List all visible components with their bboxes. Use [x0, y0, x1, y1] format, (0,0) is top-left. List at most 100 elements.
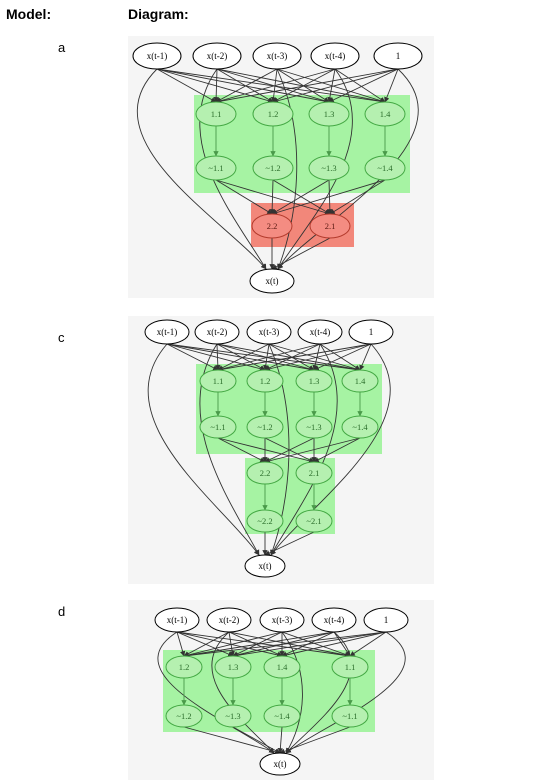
layer1-activation-node-label: ~1.3	[225, 711, 240, 721]
input-node: x(t-2)	[206, 607, 252, 633]
layer1-node-label: 1.3	[228, 662, 239, 672]
edge-input-layer1	[276, 68, 386, 104]
edge-input-layer1	[156, 68, 386, 104]
edge-input-layer1	[319, 343, 361, 371]
edge-input-layer1	[176, 631, 351, 659]
layer2-node-label: 2.2	[267, 221, 278, 231]
layer1-node-label: 1.1	[345, 662, 356, 672]
layer1-node-label: 1.3	[324, 109, 335, 119]
input-node: x(t-1)	[144, 319, 190, 345]
layer1-activation-node: ~1.1	[195, 155, 237, 181]
layer1-activation-node: ~1.1	[199, 415, 237, 439]
edge-input-output	[270, 343, 391, 556]
layer1-node-label: 1.4	[277, 662, 288, 672]
edge-input-layer1	[333, 631, 351, 657]
layer1-activation-node-label: ~1.4	[274, 711, 290, 721]
layer2-node-label: 2.1	[325, 221, 336, 231]
edge-input-output	[285, 631, 406, 754]
input-node: x(t-1)	[154, 607, 200, 633]
input-node: x(t-4)	[310, 42, 360, 70]
model-label-a: a	[58, 40, 66, 55]
input-node-label: x(t-3)	[272, 615, 293, 625]
input-node-label: x(t-3)	[259, 327, 280, 337]
input-node: x(t-2)	[192, 42, 242, 70]
output-node-label: x(t)	[259, 561, 272, 571]
edge-input-output	[157, 631, 275, 754]
layer2-activation-node-label: ~2.2	[257, 516, 272, 526]
layer1-node-label: 1.1	[211, 109, 222, 119]
diagram-header: Diagram:	[128, 6, 189, 22]
edge-input-layer1	[281, 631, 351, 657]
edge-input-layer1	[183, 631, 335, 658]
edge-input-layer1	[349, 631, 387, 657]
input-node: x(t-2)	[194, 319, 240, 345]
edge-layer1-layer2	[217, 437, 266, 463]
edge-input-layer1	[327, 68, 336, 103]
edge-layer1-layer2	[215, 179, 331, 216]
edge-layer1-layer2	[215, 179, 273, 215]
layer1-activation-node: ~1.2	[252, 155, 294, 181]
edge-input-output	[211, 631, 275, 754]
layer1-activation-node: ~1.2	[246, 415, 284, 439]
edge-layer1-output	[232, 726, 281, 754]
input-node-label: x(t-1)	[167, 615, 188, 625]
layer1-node: 1.3	[214, 655, 252, 679]
edge-input-layer1	[216, 343, 361, 372]
layer1-activation-node: ~1.2	[165, 704, 203, 728]
edge-input-layer1	[216, 68, 274, 103]
edge-input-layer1	[264, 343, 372, 372]
edge-input-layer1	[215, 68, 399, 104]
input-node: x(t-3)	[252, 42, 302, 70]
edge-input-layer1	[359, 343, 372, 371]
layer1-activation-node-label: ~1.2	[265, 163, 280, 173]
edge-input-layer1	[215, 68, 278, 103]
edge-input-layer1	[176, 631, 283, 658]
edge-input-output	[147, 343, 260, 556]
layer1-node-label: 1.1	[213, 376, 224, 386]
edge-input-output	[270, 343, 338, 556]
edge-input-layer1	[176, 631, 186, 657]
layer1-node: 1.4	[364, 101, 406, 127]
layer1-node-label: 1.4	[355, 376, 366, 386]
edge-layer1-layer2	[264, 437, 361, 464]
layer2-activation-node: ~2.1	[295, 509, 333, 533]
layer2-node: 2.2	[246, 461, 284, 485]
layer1-node-label: 1.4	[380, 109, 391, 119]
edge-input-layer1	[176, 631, 234, 657]
input-node-label: x(t-3)	[267, 51, 288, 61]
edge-input-layer1	[166, 343, 219, 371]
layer1-activation-node-label: ~1.2	[176, 711, 191, 721]
model-label-c: c	[58, 330, 65, 345]
edge-layer1-layer2	[313, 437, 361, 463]
edge-input-layer1	[166, 343, 361, 373]
edge-input-layer1	[215, 68, 336, 104]
input-node-label: x(t-4)	[310, 327, 331, 337]
layer1-node: 1.3	[295, 369, 333, 393]
edge-input-layer1	[228, 631, 283, 657]
edge-layer1-output	[183, 726, 281, 755]
edge-input-layer1	[183, 631, 230, 657]
input-node: x(t-1)	[132, 42, 182, 70]
edges	[147, 343, 391, 556]
edge-input-layer1	[216, 343, 315, 372]
edge-input-layer1	[216, 68, 386, 104]
edges	[157, 631, 406, 755]
edge-input-layer1	[268, 343, 361, 372]
output-node: x(t)	[259, 752, 301, 776]
layer1-node: 1.3	[308, 101, 350, 127]
edge-layer1-layer2	[271, 179, 386, 216]
output-node-label: x(t)	[274, 759, 287, 769]
input-node-label: x(t-2)	[207, 327, 228, 337]
edge-input-layer1	[156, 68, 217, 103]
layer1-activation-node: ~1.3	[308, 155, 350, 181]
layer2-node-label: 2.1	[309, 468, 320, 478]
input-node: x(t-4)	[311, 607, 357, 633]
layer1-activation-node: ~1.1	[331, 704, 369, 728]
input-node-label: x(t-1)	[157, 327, 178, 337]
edge-input-layer1	[156, 68, 274, 104]
edge-input-layer1	[384, 68, 399, 103]
layer1-activation-node-label: ~1.1	[210, 422, 225, 432]
edge-layer1-layer2	[269, 179, 275, 215]
